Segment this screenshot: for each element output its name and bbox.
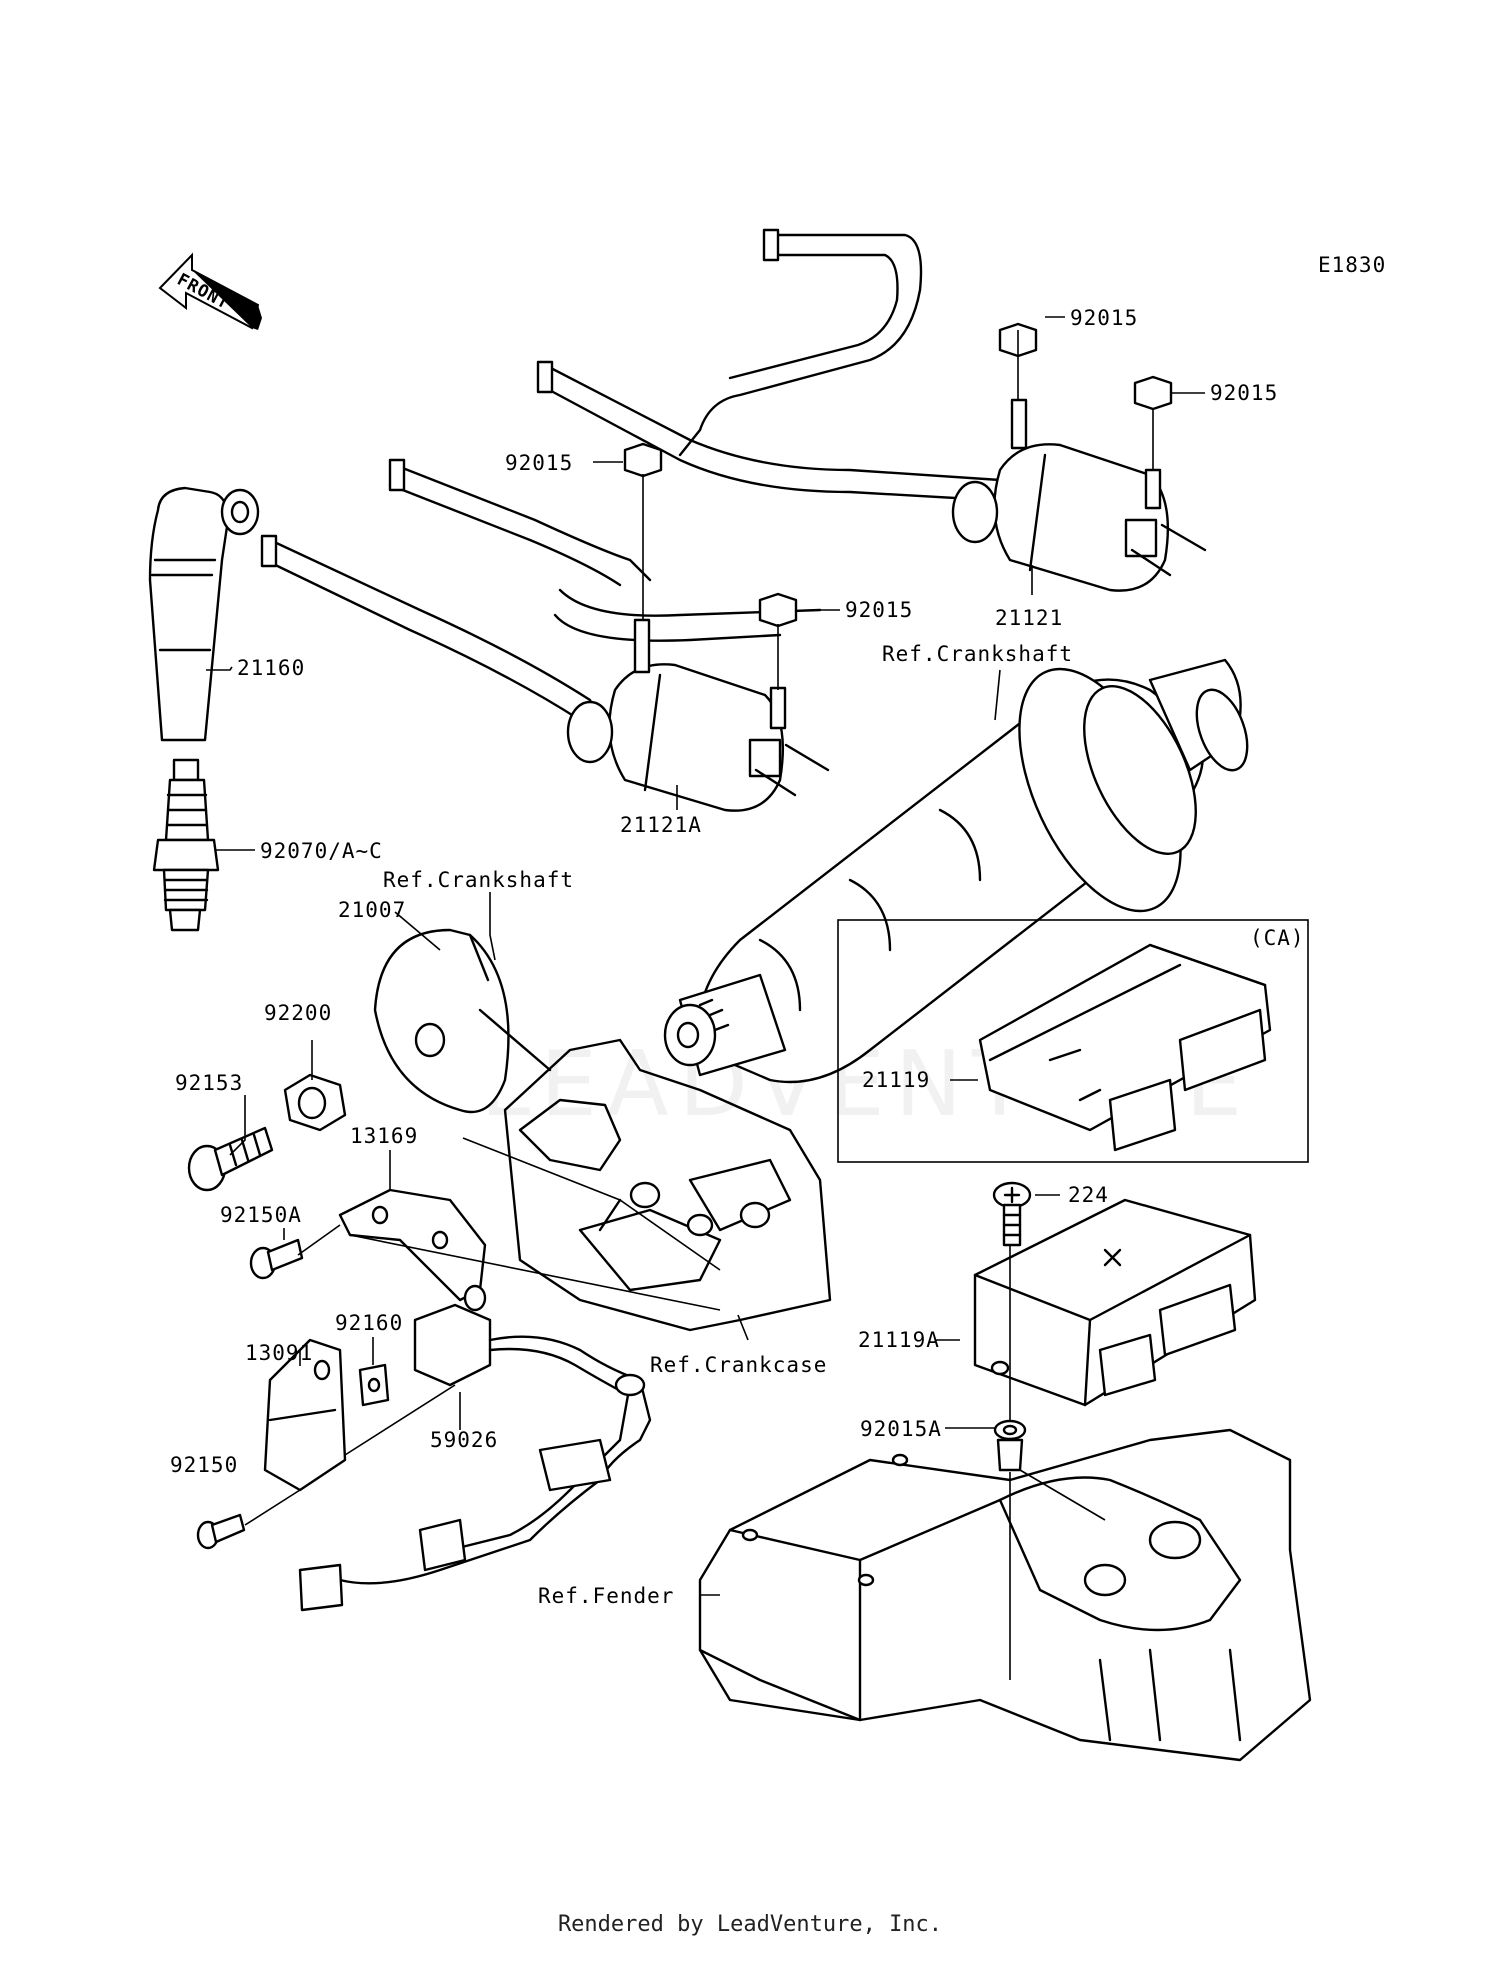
crankcase (478, 1008, 832, 1332)
pickup-coil-59026 (298, 1284, 652, 1612)
ecu-21119A (973, 1198, 1257, 1407)
label-224: 224 (1068, 1183, 1109, 1207)
label-21121A: 21121A (620, 813, 702, 837)
label-ref-fender: Ref.Fender (538, 1584, 674, 1608)
label-13091: 13091 (245, 1341, 313, 1365)
rear-fender (698, 1428, 1312, 1762)
bolt-92150A (249, 1238, 304, 1280)
ignition-coil-21121 (951, 322, 1207, 592)
label-92150A: 92150A (220, 1203, 302, 1227)
bolt-92150 (196, 1513, 246, 1550)
ignition-coil-21121A (566, 442, 830, 812)
spark-plug-92070 (152, 758, 220, 932)
bracket-13091 (263, 1338, 347, 1492)
label-21160: 21160 (237, 656, 305, 680)
ecu-21119 (978, 943, 1272, 1152)
label-92015-d: 92015 (845, 598, 913, 622)
ca-model-box (837, 919, 1309, 1163)
ignition-leads (260, 228, 1002, 722)
nut-92200 (283, 1073, 347, 1132)
leader-lines (206, 316, 1205, 1680)
label-ref-crankshaft-2: Ref.Crankshaft (383, 868, 574, 892)
label-92015-c: 92015 (505, 451, 573, 475)
cover-13169 (338, 1188, 487, 1302)
footer-credit: Rendered by LeadVenture, Inc. (557, 1912, 943, 1937)
timing-rotor-21007 (373, 928, 510, 1114)
label-21119: 21119 (862, 1068, 930, 1092)
spark-plug-cap-21160 (148, 486, 260, 742)
label-92150: 92150 (170, 1453, 238, 1477)
label-92070: 92070/A~C (260, 839, 383, 863)
label-21121: 21121 (995, 606, 1063, 630)
screw-224 (992, 1181, 1032, 1247)
label-92015-b: 92015 (1210, 381, 1278, 405)
bolt-92153 (187, 1126, 274, 1192)
spacer-92160 (358, 1363, 390, 1407)
label-92200: 92200 (264, 1001, 332, 1025)
label-ref-crankcase: Ref.Crankcase (650, 1353, 827, 1377)
crankshaft (663, 658, 1249, 1084)
label-ref-crankshaft-1: Ref.Crankshaft (882, 642, 1073, 666)
label-21007: 21007 (338, 898, 406, 922)
label-92015A: 92015A (860, 1417, 942, 1441)
diagram-code: E1830 (1318, 253, 1386, 277)
label-21119A: 21119A (858, 1328, 940, 1352)
label-92160: 92160 (335, 1311, 403, 1335)
label-13169: 13169 (350, 1124, 418, 1148)
label-92015-a: 92015 (1070, 306, 1138, 330)
label-92153: 92153 (175, 1071, 243, 1095)
collar-92015A (993, 1419, 1027, 1472)
label-ca: (CA) (1250, 926, 1305, 950)
label-59026: 59026 (430, 1428, 498, 1452)
front-arrow-icon: FRONT (158, 252, 262, 330)
